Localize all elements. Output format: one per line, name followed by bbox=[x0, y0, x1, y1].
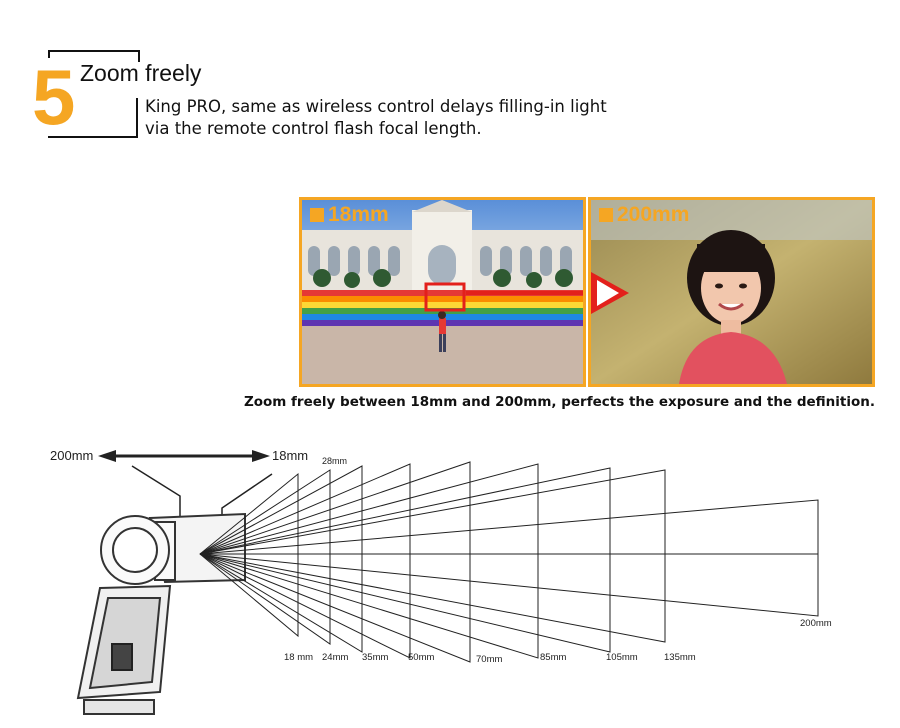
tag-18mm-label: 18mm bbox=[328, 203, 389, 226]
label-18mm-top: 18mm bbox=[272, 448, 308, 463]
section-bracket-inner bbox=[136, 98, 138, 138]
label-18mm: 18 mm bbox=[284, 652, 313, 663]
photo-200mm: 200mm bbox=[588, 197, 875, 387]
tag-18mm: 18mm bbox=[310, 204, 389, 225]
wide-angle-scene bbox=[302, 200, 583, 384]
telephoto-portrait bbox=[591, 200, 872, 384]
label-70mm: 70mm bbox=[476, 654, 502, 665]
label-35mm: 35mm bbox=[362, 652, 388, 663]
section-number: 5 bbox=[30, 53, 78, 141]
arrow-left-icon bbox=[98, 450, 116, 462]
tag-200mm: 200mm bbox=[599, 204, 689, 225]
label-200mm-far: 200mm bbox=[800, 618, 832, 629]
tag-200mm-label: 200mm bbox=[617, 203, 690, 226]
description-line-2: via the remote control flash focal lengt… bbox=[145, 119, 482, 138]
tag-square-icon bbox=[599, 207, 613, 222]
description-line-1: King PRO, same as wireless control delay… bbox=[145, 97, 607, 116]
label-24mm: 24mm bbox=[322, 652, 348, 663]
arrow-right-icon bbox=[252, 450, 270, 462]
label-135mm: 135mm bbox=[664, 652, 696, 663]
label-28mm-top: 28mm bbox=[322, 456, 347, 466]
label-85mm: 85mm bbox=[540, 652, 566, 663]
focal-length-diagram: 200mm 18mm 28mm 18 mm 24mm 35mm 50mm 70m… bbox=[50, 448, 832, 715]
label-50mm: 50mm bbox=[408, 652, 434, 663]
photo-caption: Zoom freely between 18mm and 200mm, perf… bbox=[243, 394, 875, 410]
photo-18mm: 18mm bbox=[299, 197, 586, 387]
tag-square-icon bbox=[310, 207, 324, 222]
label-200mm-top: 200mm bbox=[50, 448, 93, 463]
label-105mm: 105mm bbox=[606, 652, 638, 663]
section-description: King PRO, same as wireless control delay… bbox=[145, 96, 705, 140]
flash-unit-icon bbox=[76, 512, 246, 715]
section-title: Zoom freely bbox=[80, 60, 202, 86]
